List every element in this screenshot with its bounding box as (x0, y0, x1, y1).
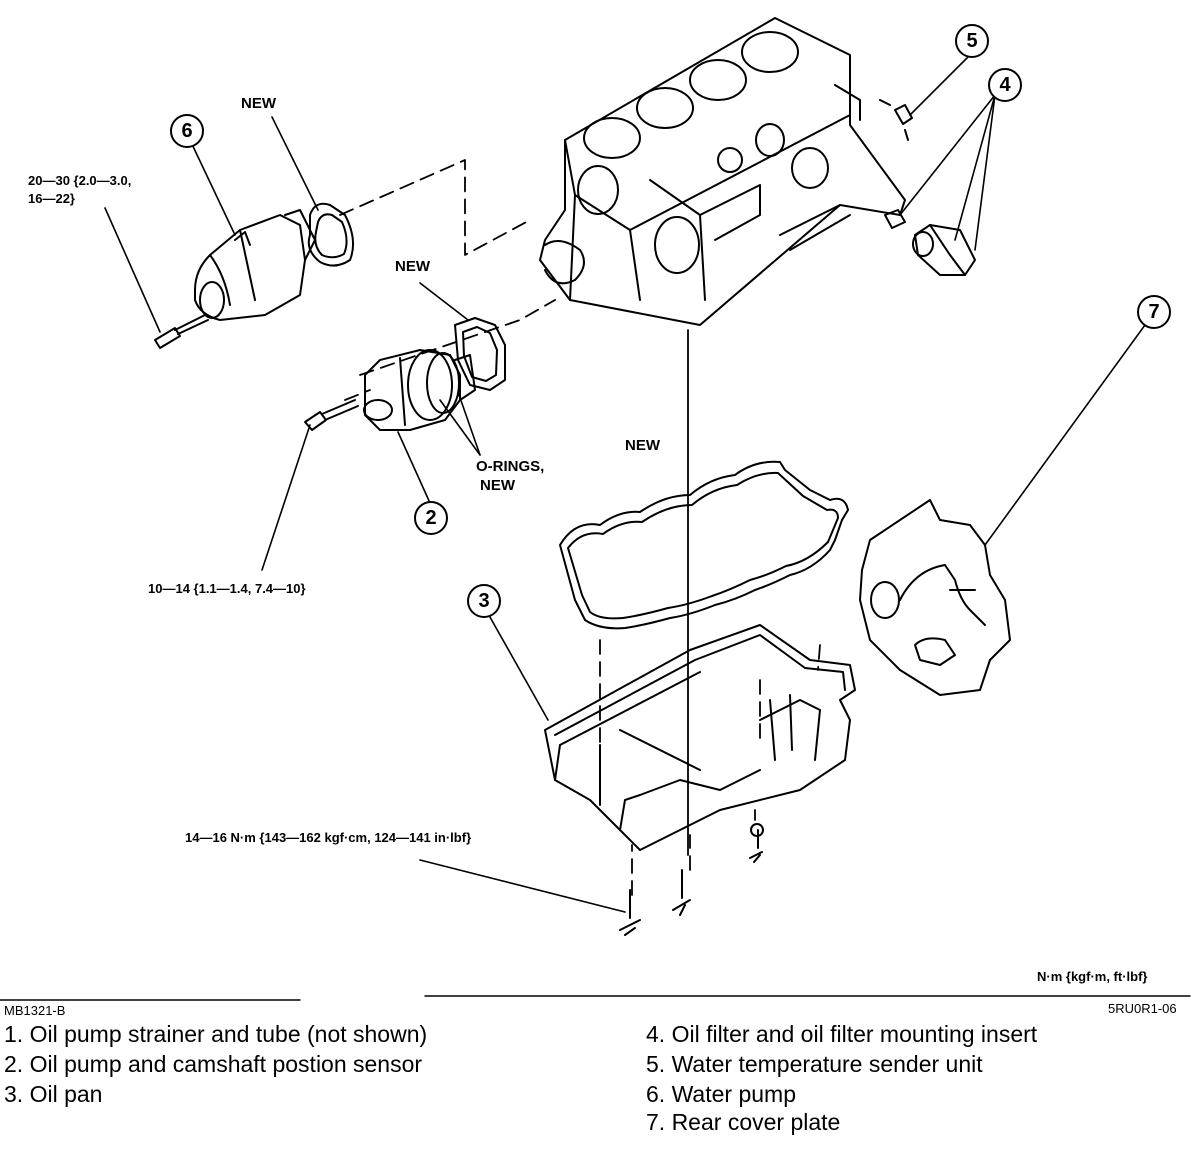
callout-3: 3 (467, 584, 501, 618)
label-new-water-pump-gasket: NEW (241, 95, 276, 112)
legend-item-1: 1. Oil pump strainer and tube (not shown… (4, 1021, 428, 1047)
label-torque-oil-pump: 10—14 {1.1—1.4, 7.4—10} (148, 581, 306, 596)
oil-pan-bolt-2 (672, 869, 691, 916)
label-o-rings: O-RINGS, (476, 458, 545, 475)
label-units: N·m {kgf·m, ft·lbf} (1037, 969, 1148, 984)
oil-pan-gasket (559, 460, 849, 630)
callout-2: 2 (414, 501, 448, 535)
label-torque-water-pump-line1: 20—30 {2.0—3.0, (28, 173, 132, 188)
callout-6: 6 (170, 114, 204, 148)
label-new-oil-pump-gasket: NEW (395, 258, 430, 275)
oil-pan-bolt-1 (619, 889, 641, 936)
legend-item-4: 4. Oil filter and oil filter mounting in… (646, 1021, 1038, 1047)
legend-item-6: 6. Water pump (646, 1081, 796, 1107)
label-torque-oil-pan: 14—16 N·m {143—162 kgf·cm, 124—141 in·lb… (185, 830, 472, 845)
figure-code-left: MB1321-B (4, 1003, 66, 1018)
oil-pan-drawing (544, 624, 856, 851)
figure-code-right: 5RU0R1-06 (1108, 1001, 1177, 1016)
rear-cover-plate-drawing (859, 499, 1011, 696)
oil-pan-bolt-3 (749, 829, 763, 863)
callout-5: 5 (955, 24, 989, 58)
engine-block-drawing (539, 17, 906, 326)
legend-item-7: 7. Rear cover plate (646, 1109, 841, 1135)
oil-pump-gasket (454, 317, 506, 391)
water-pump-drawing (194, 209, 316, 321)
legend-item-3: 3. Oil pan (4, 1081, 103, 1107)
label-torque-water-pump-line2: 16—22} (28, 191, 75, 206)
water-pump-gasket (307, 202, 355, 267)
legend-item-2: 2. Oil pump and camshaft postion sensor (4, 1051, 423, 1077)
oil-filter-insert (884, 209, 906, 229)
label-o-rings-new: NEW (480, 477, 515, 494)
oil-filter-drawing (912, 224, 976, 276)
callout-4: 4 (988, 68, 1022, 102)
water-pump-bolt (154, 314, 209, 349)
sender-unit-drawing (879, 99, 913, 141)
oil-pump-bolt (304, 399, 359, 431)
label-new-oil-pan-gasket: NEW (625, 437, 660, 454)
callout-7: 7 (1137, 295, 1171, 329)
legend-item-5: 5. Water temperature sender unit (646, 1051, 983, 1077)
